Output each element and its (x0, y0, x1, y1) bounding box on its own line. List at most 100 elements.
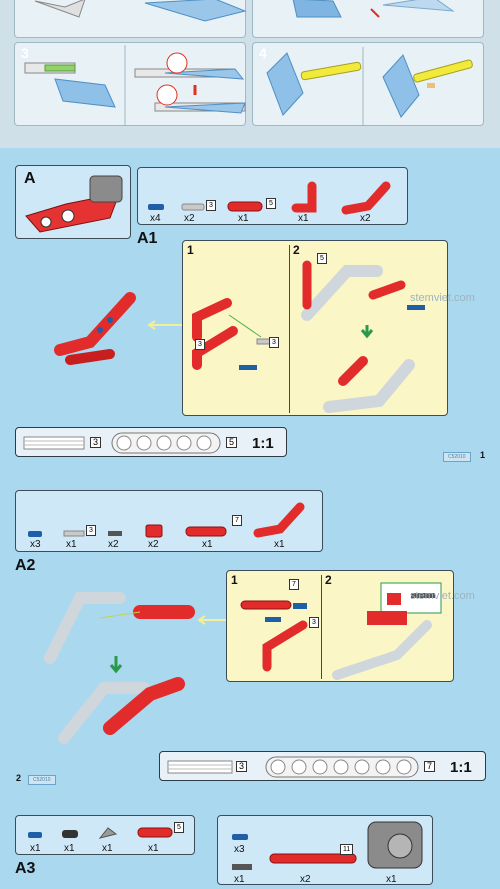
red-l-beam-icon (291, 181, 317, 213)
step-2-box (252, 0, 484, 38)
part-count: x1 (238, 213, 249, 224)
part-size: 3 (269, 337, 279, 348)
step-number: 2 (325, 573, 332, 587)
section-title: A2 (15, 557, 36, 574)
step-1-box (14, 0, 247, 38)
part-size: 5 (317, 253, 327, 264)
part-count: x2 (108, 539, 119, 550)
watermark: stemviet.com (410, 292, 475, 304)
beam-size: 7 (424, 761, 436, 772)
page-tag: C52010 (443, 452, 471, 462)
parts-icons (28, 502, 305, 538)
scale-ratio: 1:1 (450, 759, 472, 776)
arrow-icon (197, 615, 229, 625)
blue-pin-icon (232, 834, 248, 840)
parts-icons (148, 181, 391, 215)
subsection-title: A1 (137, 230, 158, 247)
red-connector-icon (145, 524, 163, 538)
red-beam-icon (269, 853, 357, 864)
part-size: 3 (195, 339, 205, 350)
part-size: 3 (206, 200, 216, 211)
beam-size: 5 (226, 437, 238, 448)
part-count: x3 (30, 539, 41, 550)
part-size: 11 (340, 844, 354, 855)
divider (289, 245, 290, 413)
dark-axle-icon (232, 864, 252, 870)
axle-size: 3 (236, 761, 248, 772)
dark-axle-icon (108, 531, 122, 536)
blue-wing-illustration (34, 0, 247, 22)
part-count: x1 (202, 539, 213, 550)
parts-list-a1: x4 3 x2 5 x1 x1 x2 (137, 167, 408, 225)
a1-steps-box: 1 2 3 3 5 (182, 240, 448, 416)
part-size: 7 (289, 579, 299, 590)
black-pin-icon (62, 830, 78, 838)
a2-steps-box: 1 2 7 3 (226, 570, 454, 682)
scale-ruler: 3 5 1:1 (15, 427, 287, 457)
parts-list-a2: x3 3 x1 x2 x2 7 x1 x1 (15, 490, 323, 552)
part-size: 5 (266, 198, 276, 209)
blue-wing-illustration (292, 0, 455, 18)
step-number: 2 (293, 243, 300, 257)
part-count: x1 (66, 539, 77, 550)
step-number: 1 (187, 243, 194, 257)
arrow-icon (147, 320, 183, 330)
section-title: A3 (15, 860, 36, 877)
red-bent-beam-icon (253, 502, 305, 538)
watermark: stemviet.com (410, 590, 475, 602)
previous-steps-strip: 3 4 (0, 0, 500, 148)
part-size: 3 (309, 617, 319, 628)
part-count: x1 (102, 843, 113, 854)
parts-list-a3-left: x1 x1 x1 5 x1 (15, 815, 195, 855)
step-number: 3 (21, 45, 29, 61)
scale-ratio: 1:1 (252, 435, 274, 452)
gray-axle-icon (181, 203, 205, 211)
part-count: x3 (234, 844, 245, 855)
red-beam-icon (185, 526, 227, 537)
wing-assembly-illustration (24, 45, 246, 125)
part-count: x1 (30, 843, 41, 854)
part-count: x2 (300, 874, 311, 885)
ruler-graphics (167, 756, 419, 778)
a2-step-illustrations (240, 582, 442, 680)
step-4-box: 4 (252, 42, 484, 126)
part-size: 3 (86, 525, 96, 536)
blue-pin-icon (28, 832, 42, 838)
part-size: 5 (174, 822, 184, 833)
ruler-graphics (23, 432, 221, 454)
part-count: x1 (386, 874, 397, 885)
car-model-illustration (25, 175, 123, 233)
part-count: x4 (150, 213, 161, 224)
parts-icons (28, 827, 173, 839)
part-count: x1 (234, 874, 245, 885)
model-preview-box: A (15, 165, 131, 239)
parts-icons (232, 821, 423, 870)
page-number: 2 (16, 773, 22, 783)
step-number: 1 (231, 573, 238, 587)
page-number: 1 (480, 450, 486, 460)
a2-result-illustration (44, 592, 195, 744)
page-tag: C52010 (28, 775, 56, 785)
part-count: x2 (360, 213, 371, 224)
part-count: x1 (148, 843, 159, 854)
section-title: A (24, 170, 36, 187)
part-count: x2 (148, 539, 159, 550)
part-size: 7 (232, 515, 242, 526)
blue-pin-icon (28, 531, 42, 537)
a1-step-illustrations (192, 260, 425, 413)
red-beam-icon (227, 201, 263, 212)
part-count: x1 (298, 213, 309, 224)
axle-size: 3 (90, 437, 102, 448)
a1-result-illustration (54, 292, 136, 365)
step-3-box: 3 (14, 42, 246, 126)
parts-list-a3-right: x3 x1 11 x2 x1 (217, 815, 433, 885)
part-count: x1 (64, 843, 75, 854)
wing-with-beam-illustration (266, 47, 473, 125)
blue-pin-icon (148, 204, 164, 210)
gray-axle-icon (63, 530, 85, 537)
part-count: x2 (184, 213, 195, 224)
scale-ruler: 3 7 1:1 (159, 751, 486, 781)
step-number: 4 (259, 45, 267, 61)
red-beam-icon (137, 827, 173, 838)
gray-claw-icon (98, 827, 118, 839)
